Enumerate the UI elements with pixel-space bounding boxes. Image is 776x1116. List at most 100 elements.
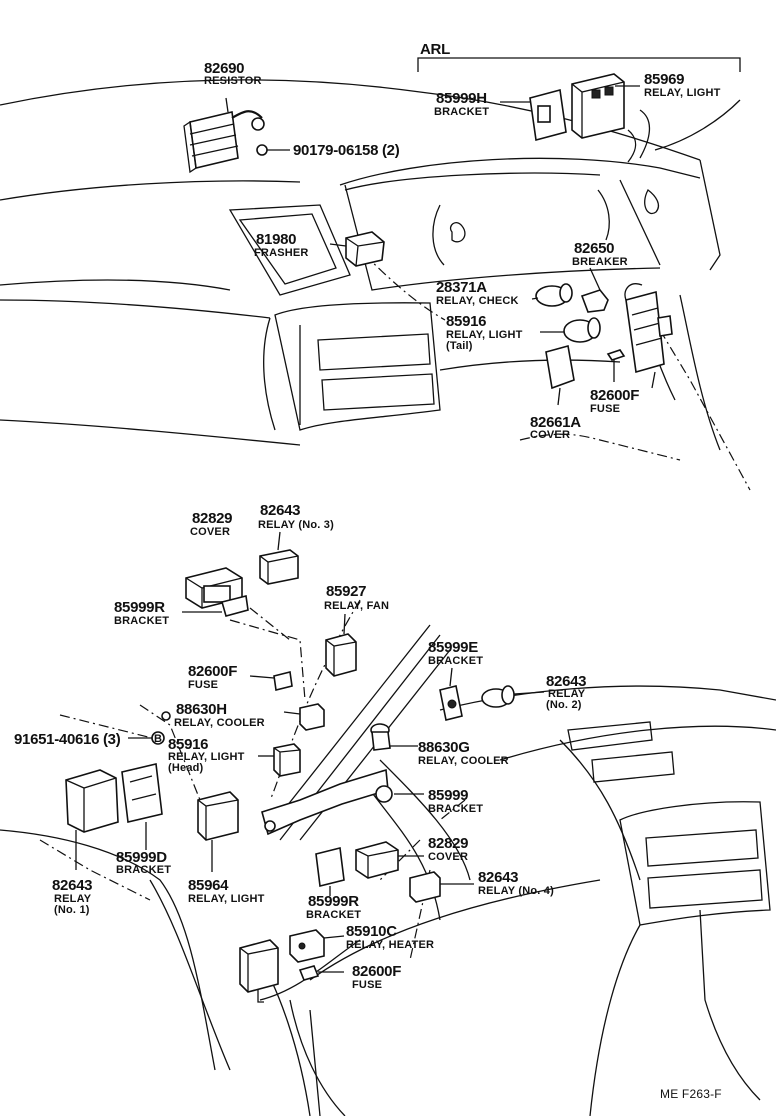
svg-text:RESISTOR: RESISTOR xyxy=(204,75,262,87)
relay-82643-no4-part xyxy=(409,871,474,903)
relay-82643-no3-part xyxy=(259,531,299,585)
callout-82829-upper: 82829 COVER xyxy=(190,510,233,538)
callout-82600f-lower: 82600F FUSE xyxy=(352,963,402,991)
callout-82643-no4: 82643 RELAY (No. 4) xyxy=(478,869,554,897)
figure-code: ME F263-F xyxy=(660,1087,722,1101)
fuse-82600f-lower-part xyxy=(298,965,344,981)
screw-91651-marker xyxy=(128,711,171,745)
svg-text:RELAY, FAN: RELAY, FAN xyxy=(324,600,389,612)
relay-85916-tail-part xyxy=(540,317,601,343)
callout-85999: 85999 BRACKET xyxy=(428,787,483,815)
svg-text:85969: 85969 xyxy=(644,71,684,88)
svg-text:82661A: 82661A xyxy=(530,414,581,431)
svg-text:(Tail): (Tail) xyxy=(446,340,473,352)
svg-text:85910C: 85910C xyxy=(346,923,397,940)
callout-82690: 82690 RESISTOR xyxy=(204,60,262,87)
svg-text:BRACKET: BRACKET xyxy=(428,803,483,815)
svg-text:85916: 85916 xyxy=(446,313,486,330)
svg-text:RELAY, COOLER: RELAY, COOLER xyxy=(418,755,509,767)
callout-85916-tail: 85916 RELAY, LIGHT (Tail) xyxy=(446,313,523,352)
callout-88630g: 88630G RELAY, COOLER xyxy=(418,739,509,767)
callout-82600f-top: 82600F FUSE xyxy=(590,387,640,415)
svg-text:85999R: 85999R xyxy=(308,893,359,910)
svg-text:RELAY, COOLER: RELAY, COOLER xyxy=(174,717,265,729)
junction-block-part xyxy=(624,283,673,389)
svg-text:88630G: 88630G xyxy=(418,739,470,756)
svg-text:82643: 82643 xyxy=(478,869,518,886)
relay-88630h-part xyxy=(283,703,325,731)
svg-text:82600F: 82600F xyxy=(188,663,237,680)
svg-text:85999: 85999 xyxy=(428,787,468,804)
svg-text:82829: 82829 xyxy=(428,835,468,852)
callout-82650: 82650 BREAKER xyxy=(572,240,628,268)
svg-text:BRACKET: BRACKET xyxy=(306,909,361,921)
svg-text:85999D: 85999D xyxy=(116,849,167,866)
callout-85969: 85969 RELAY, LIGHT xyxy=(644,71,720,99)
svg-text:85999R: 85999R xyxy=(114,599,165,616)
callout-82643-no2: 82643 RELAY (No. 2) xyxy=(546,673,587,711)
callout-85927: 85927 RELAY, FAN xyxy=(324,583,389,612)
svg-text:RELAY, LIGHT: RELAY, LIGHT xyxy=(168,751,245,763)
svg-text:28371A: 28371A xyxy=(436,279,487,296)
svg-text:BRACKET: BRACKET xyxy=(428,655,483,667)
bracket-85999d-part xyxy=(121,763,163,850)
relay-85916-head-part xyxy=(258,743,301,777)
svg-text:COVER: COVER xyxy=(530,429,570,441)
cover-82829-upper-part xyxy=(185,567,243,609)
callout-82661a: 82661A COVER xyxy=(530,414,582,441)
svg-text:90179-06158 (2): 90179-06158 (2) xyxy=(293,142,400,159)
cover-82661a-part xyxy=(545,344,575,406)
svg-text:85927: 85927 xyxy=(326,583,366,600)
svg-text:RELAY (No. 4): RELAY (No. 4) xyxy=(478,885,554,897)
callout-28371a: 28371A RELAY, CHECK xyxy=(436,279,518,307)
callout-85999e: 85999E BRACKET xyxy=(428,639,483,667)
svg-text:82690: 82690 xyxy=(204,60,244,77)
callout-85910c: 85910C RELAY, HEATER xyxy=(346,923,434,951)
svg-text:82643: 82643 xyxy=(546,673,586,690)
callout-91651-40616: 91651-40616 (3) xyxy=(14,731,121,748)
svg-text:BREAKER: BREAKER xyxy=(572,256,628,268)
relay-82643-no2-part xyxy=(481,685,545,708)
svg-text:RELAY, HEATER: RELAY, HEATER xyxy=(346,939,434,951)
svg-text:COVER: COVER xyxy=(190,526,230,538)
svg-text:91651-40616 (3): 91651-40616 (3) xyxy=(14,731,121,748)
bracket-85999-part xyxy=(261,768,424,836)
svg-text:RELAY, LIGHT: RELAY, LIGHT xyxy=(446,329,523,341)
bracket-85999e-part xyxy=(439,667,463,721)
svg-text:RELAY (No. 3): RELAY (No. 3) xyxy=(258,519,334,531)
callout-85916-head: 85916 RELAY, LIGHT (Head) xyxy=(168,736,245,774)
callout-85999r-upper: 85999R BRACKET xyxy=(114,599,169,627)
svg-text:RELAY: RELAY xyxy=(548,688,586,700)
svg-text:85999E: 85999E xyxy=(428,639,478,656)
callout-82829-lower: 82829 COVER xyxy=(428,835,469,863)
callout-81980: 81980 FRASHER xyxy=(254,231,309,259)
svg-text:BRACKET: BRACKET xyxy=(116,864,171,876)
callout-85964: 85964 RELAY, LIGHT xyxy=(188,877,264,905)
relay-85964-lower-part xyxy=(239,939,279,1003)
svg-text:FUSE: FUSE xyxy=(188,679,218,691)
svg-text:82650: 82650 xyxy=(574,240,614,257)
svg-text:BRACKET: BRACKET xyxy=(434,106,489,118)
screw-90179-part xyxy=(256,144,290,156)
callout-91651-b-marker: B xyxy=(154,733,162,745)
relay-88630g-part xyxy=(370,723,418,751)
relay-85969-part xyxy=(571,73,640,139)
cover-82829-lower-part xyxy=(355,841,424,879)
fuse-82600f-top-part xyxy=(606,349,626,382)
bracket-85999r-upper-part xyxy=(182,595,249,617)
svg-text:BRACKET: BRACKET xyxy=(114,615,169,627)
callout-88630h: 88630H RELAY, COOLER xyxy=(174,701,265,729)
svg-text:88630H: 88630H xyxy=(176,701,227,718)
bracket-85999r-lower-part xyxy=(315,847,345,896)
callout-82643-no3: 82643 RELAY (No. 3) xyxy=(258,502,334,531)
relay-85910c-part xyxy=(289,929,345,963)
callout-82643-no1: 82643 RELAY (No. 1) xyxy=(52,877,93,916)
svg-text:FRASHER: FRASHER xyxy=(254,247,309,259)
flasher-81980-part xyxy=(329,231,385,267)
svg-text:82643: 82643 xyxy=(52,877,92,894)
svg-text:RELAY: RELAY xyxy=(54,893,92,905)
svg-text:82600F: 82600F xyxy=(590,387,639,404)
svg-text:85964: 85964 xyxy=(188,877,229,894)
bracket-85999h-part xyxy=(500,88,567,142)
svg-text:FUSE: FUSE xyxy=(590,403,620,415)
